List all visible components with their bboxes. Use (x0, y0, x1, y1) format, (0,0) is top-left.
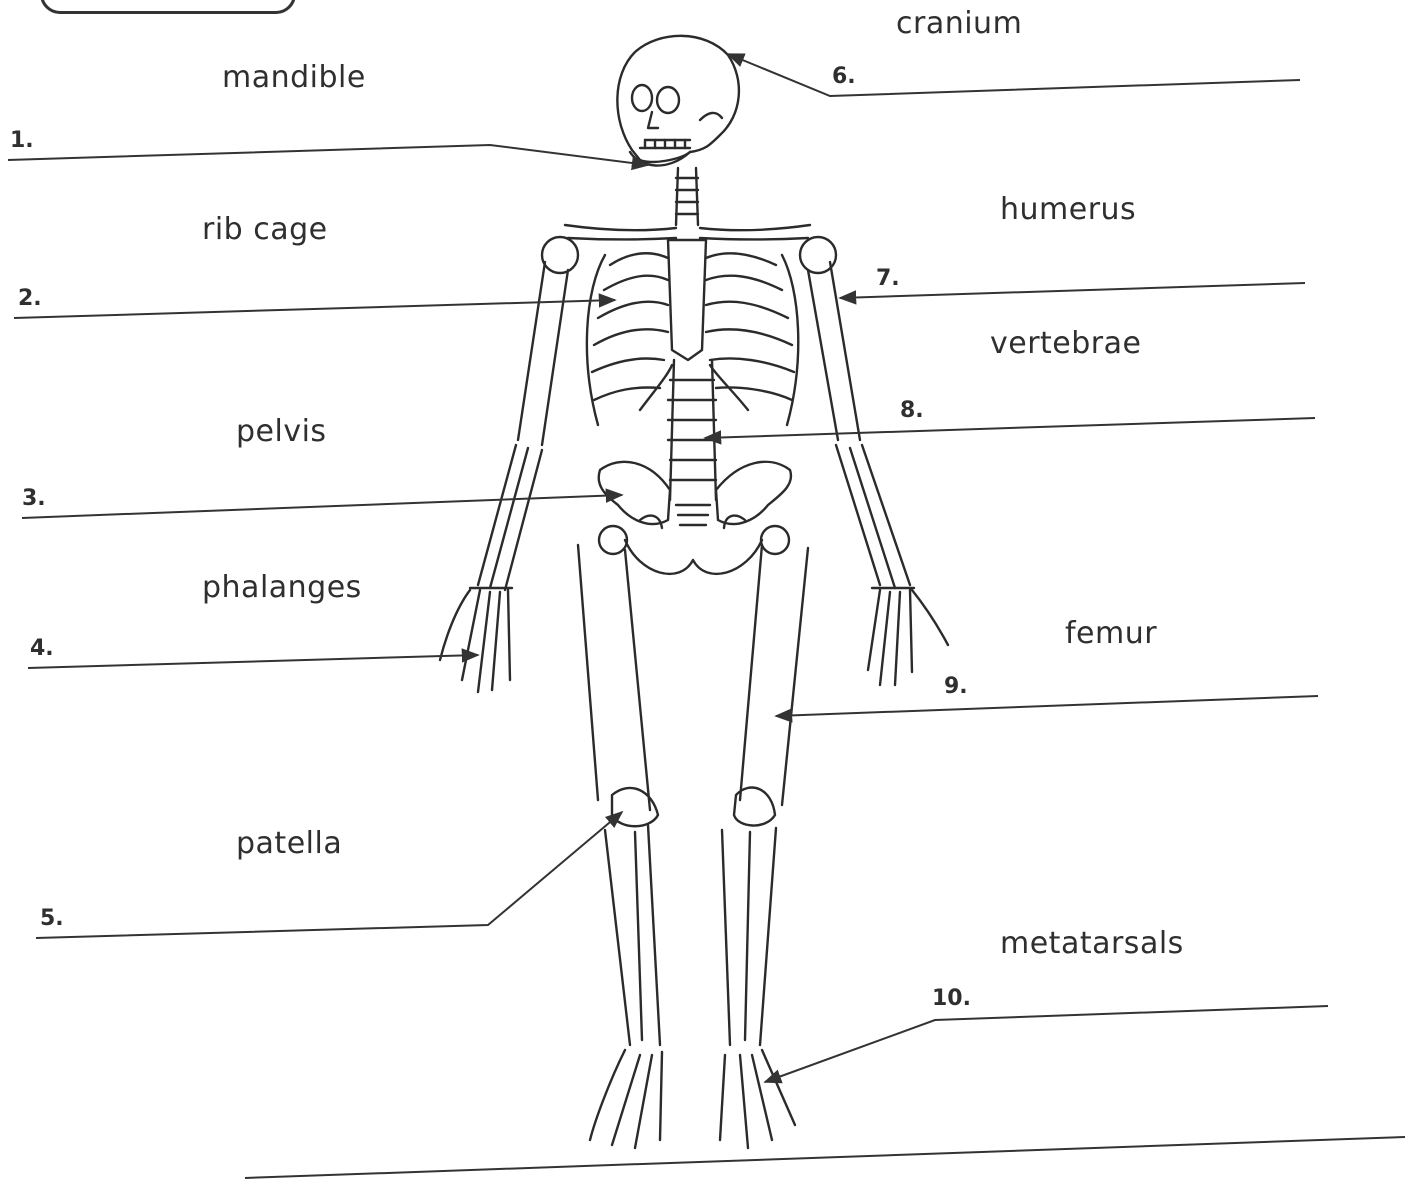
leader-line-10 (765, 1006, 1328, 1082)
neck-vertebrae (676, 168, 698, 225)
right-arm (800, 237, 948, 685)
right-leg (720, 526, 808, 1148)
leader-line-8 (705, 418, 1315, 438)
left-leg (578, 526, 662, 1148)
leader-line-6 (728, 54, 1300, 96)
label-term-8: vertebrae (990, 326, 1141, 361)
label-term-5: patella (236, 826, 342, 861)
leader-line-1 (8, 145, 648, 165)
label-term-1: mandible (222, 60, 366, 95)
label-term-4: phalanges (202, 570, 362, 605)
clavicles (565, 225, 810, 240)
bottom-rule (245, 1137, 1405, 1178)
label-term-10: metatarsals (1000, 926, 1184, 961)
label-number-1: 1. (10, 128, 34, 153)
spine (668, 360, 716, 500)
rib-cage-drawing (587, 240, 798, 425)
label-term-9: femur (1065, 616, 1157, 651)
leader-line-9 (776, 696, 1318, 716)
label-term-2: rib cage (202, 212, 328, 247)
label-number-6: 6. (832, 64, 856, 89)
leader-line-7 (840, 283, 1305, 298)
skeleton-figure (440, 36, 948, 1148)
label-term-3: pelvis (236, 414, 327, 449)
label-number-4: 4. (30, 636, 54, 661)
label-term-6: cranium (896, 6, 1022, 41)
label-number-7: 7. (876, 266, 900, 291)
label-number-9: 9. (944, 674, 968, 699)
label-number-5: 5. (40, 906, 64, 931)
label-number-3: 3. (22, 486, 46, 511)
label-number-8: 8. (900, 398, 924, 423)
skull (617, 36, 739, 166)
leader-line-2 (14, 300, 615, 318)
label-number-10: 10. (932, 986, 971, 1011)
label-term-7: humerus (1000, 192, 1136, 227)
leader-line-4 (28, 655, 478, 668)
label-number-2: 2. (18, 286, 42, 311)
leader-line-3 (22, 495, 622, 518)
